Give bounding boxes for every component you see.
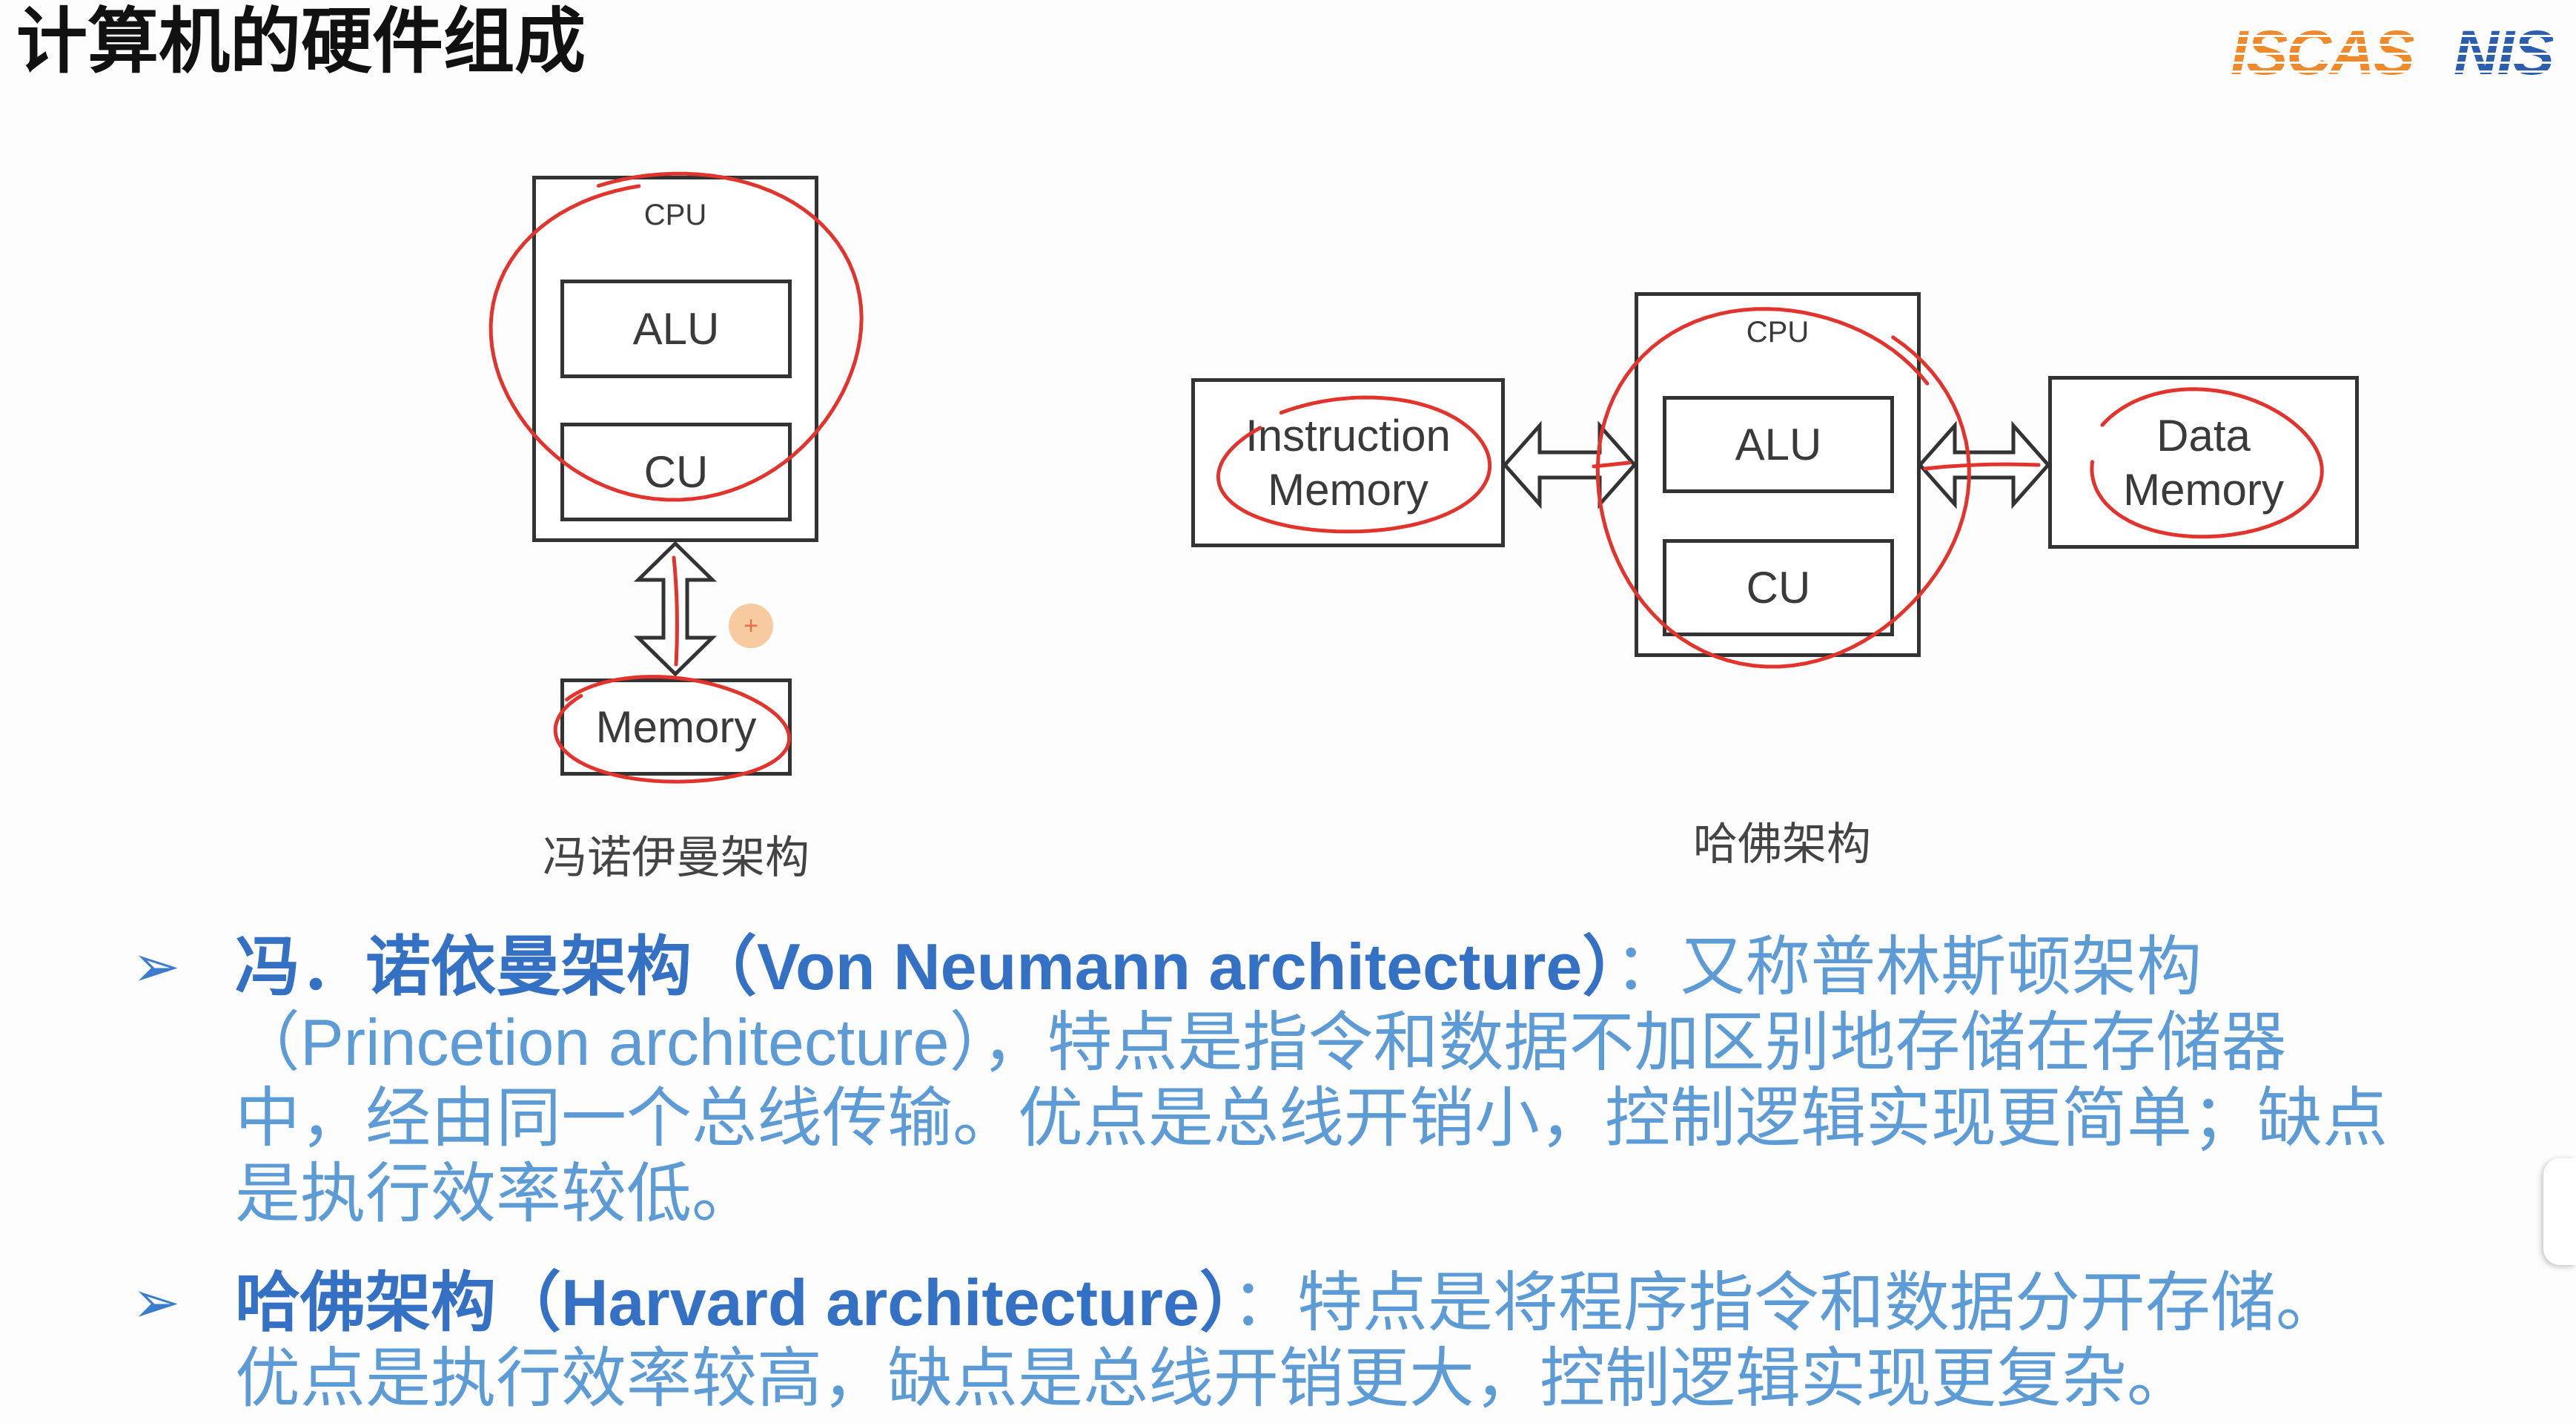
bullet-1-line-1: 冯．诺依曼架构（Von Neumann architecture）：又称普林斯顿…	[235, 929, 2563, 1005]
vn-cpu-memory-double-arrow	[633, 541, 718, 677]
bullet-1-term: 冯．诺依曼架构（Von Neumann architecture）	[235, 930, 1615, 1003]
hv-alu-box: ALU	[1663, 396, 1894, 493]
hv-cu-label: CU	[1746, 563, 1811, 613]
slide-title: 计算机的硬件组成	[16, 0, 586, 83]
hv-caption: 哈佛架构	[1693, 819, 1871, 871]
bullet-1-line-3: 中，经由同一个总线传输。优点是总线开销小，控制逻辑实现更简单；缺点	[235, 1081, 2388, 1155]
hv-data-memory-label-line1: Data	[2156, 410, 2251, 460]
hv-cu-box: CU	[1663, 539, 1894, 636]
vn-cpu-label: CPU	[643, 199, 707, 231]
hv-cpu-label: CPU	[1746, 316, 1810, 349]
side-floating-button[interactable]	[2543, 1158, 2576, 1265]
vn-caption: 冯诺伊曼架构	[543, 832, 809, 884]
hv-instruction-memory-label-line2: Memory	[1268, 465, 1428, 515]
bullet-2-line-1: 哈佛架构（Harvard architecture）：特点是将程序指令和数据分开…	[235, 1265, 2563, 1341]
hv-cpu-data-double-arrow	[1917, 420, 2051, 509]
bullet-2-line-2: 优点是执行效率较高，缺点是总线开销更大，控制逻辑实现更复杂。	[235, 1341, 2193, 1415]
bullet-2-first-line-rest: ：特点是将程序指令和数据分开存储。	[1231, 1266, 2341, 1339]
bullet-2-marker-icon: ➢	[132, 1270, 181, 1336]
hv-instruction-memory-label-line1: Instruction	[1245, 411, 1451, 460]
iscas-logo: ISCAS	[2231, 18, 2415, 88]
vn-alu-label: ALU	[632, 304, 720, 354]
hv-data-memory-box: Data Memory	[2048, 376, 2359, 549]
hv-alu-label: ALU	[1735, 420, 1822, 469]
hv-instruction-memory-box: Instruction Memory	[1191, 378, 1505, 547]
bullet-2-term: 哈佛架构（Harvard architecture）	[235, 1266, 1232, 1339]
hv-instruction-cpu-double-arrow	[1502, 420, 1638, 509]
vn-memory-label: Memory	[595, 702, 757, 752]
vn-cu-box: CU	[560, 423, 792, 521]
vn-alu-box: ALU	[560, 280, 792, 378]
bullet-1-line-2: （Princetion architecture），特点是指令和数据不加区别地存…	[235, 1006, 2287, 1079]
vn-memory-box: Memory	[560, 679, 792, 776]
cursor-highlight: +	[729, 604, 773, 648]
bullet-1-marker-icon: ➢	[132, 934, 181, 1000]
hv-data-memory-label-line2: Memory	[2123, 464, 2284, 515]
bullet-1-line-4: 是执行效率较低。	[235, 1157, 758, 1230]
bullet-1-first-line-rest: ：又称普林斯顿架构	[1615, 930, 2202, 1003]
vn-cu-label: CU	[643, 447, 709, 497]
nis-logo: NIS	[2454, 18, 2555, 88]
